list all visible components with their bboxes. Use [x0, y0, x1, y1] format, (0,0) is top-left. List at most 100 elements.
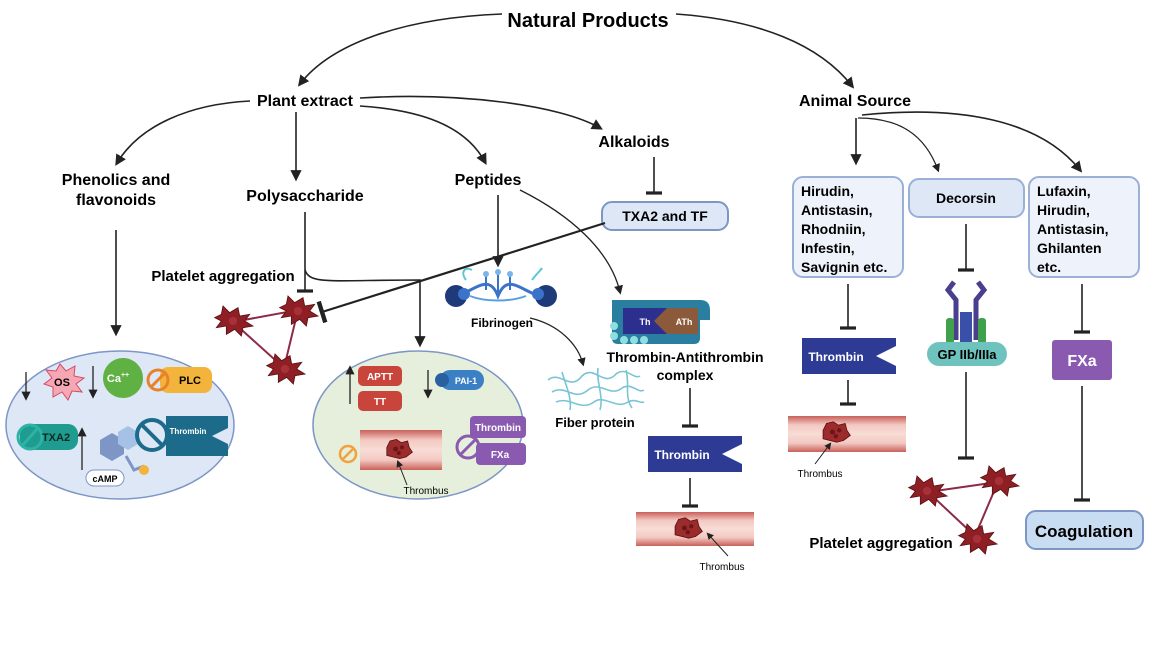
- plc-label: PLC: [179, 375, 201, 387]
- poly-thrombin-label: Thrombin: [475, 423, 521, 434]
- plant-thrombus-pointer: [706, 532, 729, 557]
- animal-thrombus-pointer: [814, 442, 832, 465]
- peptides-label: Peptides: [455, 172, 522, 189]
- camp-phosphate: [139, 465, 149, 475]
- gp-label: GP IIb/IIIa: [937, 347, 997, 362]
- arrow-fibrinogen-fiber: [529, 317, 586, 367]
- phenolics-label-1: Phenolics and: [62, 172, 170, 189]
- fibrinogen-label: Fibrinogen: [471, 316, 533, 330]
- poly-thrombus-label: Thrombus: [403, 486, 448, 497]
- poly-thrombin-block-icon: [455, 434, 481, 460]
- arrow-to-animal-source: [675, 13, 855, 89]
- animal-platelet-2: [980, 465, 1020, 497]
- coagulation-box: [1025, 510, 1144, 550]
- os-starburst: [42, 363, 86, 401]
- pai1-label: PAI-1: [455, 376, 477, 386]
- th-label: Th: [640, 317, 651, 327]
- ath-label: ATh: [676, 317, 693, 327]
- platelet-aggregation-animal: Platelet aggregation: [809, 535, 952, 552]
- txa2-tf-box: [601, 201, 729, 231]
- poly-fxa-label: FXa: [491, 450, 510, 461]
- animal-col1-line-3: Rhodniin,: [801, 221, 866, 237]
- phenolics-label-2: flavonoids: [76, 192, 156, 209]
- animal-col1-line-2: Antistasin,: [801, 202, 873, 218]
- thrombin-antithrombin-graphic: [610, 300, 710, 344]
- plant-thrombin-label: Thrombin: [654, 448, 709, 462]
- animal-thrombin-label: Thrombin: [808, 350, 863, 364]
- tt-box: [358, 391, 402, 411]
- camp-box: [85, 469, 125, 487]
- poly-vessel-block-icon: [338, 444, 358, 464]
- txa2-block-slash: [20, 427, 40, 447]
- animal-col3-line-4: Ghilanten: [1037, 240, 1102, 256]
- decorsin-box: [908, 178, 1025, 218]
- os-label: OS: [54, 377, 70, 389]
- platelet-triangle-plant: [230, 308, 300, 370]
- poly-vessel-block-slash: [341, 447, 355, 461]
- platelet-2: [279, 295, 319, 327]
- arrow-to-alkaloids: [359, 95, 603, 130]
- coagulation-label: Coagulation: [1035, 522, 1133, 541]
- animal-col3-line-5: etc.: [1037, 259, 1061, 275]
- plc-box: [160, 367, 212, 393]
- aptt-box: [358, 366, 402, 386]
- animal-col3-line-1: Lufaxin,: [1037, 183, 1091, 199]
- animal-thrombin-shape: [802, 338, 896, 374]
- calcium-label: Ca++: [107, 372, 129, 385]
- fxa-label: FXa: [1067, 353, 1096, 370]
- platelet-aggregation-plant: Platelet aggregation: [151, 268, 294, 285]
- camp-molecule-2: [118, 426, 138, 450]
- animal-col3-box: [1028, 176, 1140, 278]
- arrow-to-peptides: [359, 105, 487, 165]
- animal-thrombus-label: Thrombus: [797, 469, 842, 480]
- arrow-animal-decorsin: [857, 117, 940, 173]
- pai1-box: [440, 370, 484, 390]
- fxa-box: [1052, 340, 1112, 380]
- thrombin-block-slash: [140, 423, 164, 447]
- animal-col1-line-1: Hirudin,: [801, 183, 854, 199]
- fiber-protein-label: Fiber protein: [555, 415, 635, 430]
- inhibit-txa2-platelets: [316, 221, 606, 324]
- plc-block-icon: [146, 368, 170, 392]
- platelet-1: [214, 305, 254, 337]
- thrombin-antithrombin-label-2: complex: [657, 367, 714, 383]
- animal-source-label: Animal Source: [799, 93, 911, 110]
- poly-fxa-box: [476, 443, 526, 465]
- gp-receptor-graphic: [944, 280, 988, 344]
- animal-col3-line-3: Antistasin,: [1037, 221, 1109, 237]
- txa2-panel-label: TXA2: [42, 432, 70, 444]
- poly-thrombin-box: [470, 416, 526, 438]
- txa2-tf-label: TXA2 and TF: [622, 208, 708, 224]
- animal-col1-line-4: Infestin,: [801, 240, 855, 256]
- pai1-node: [435, 373, 449, 387]
- alkaloids-label: Alkaloids: [598, 134, 669, 151]
- txa2-block-icon: [16, 423, 44, 451]
- animal-col3-line-2: Hirudin,: [1037, 202, 1090, 218]
- title-natural-products: Natural Products: [507, 10, 668, 32]
- fibrinogen-molecule: [445, 267, 557, 307]
- animal-col1-box: [792, 176, 904, 278]
- animal-platelet-3: [958, 523, 998, 555]
- decorsin-label: Decorsin: [936, 190, 996, 206]
- platelet-triangle-animal: [925, 480, 1000, 538]
- arrow-to-phenolics: [115, 100, 251, 166]
- thrombin-antithrombin-label-1: Thrombin-Antithrombin: [606, 349, 763, 365]
- poly-thrombin-block-slash: [458, 437, 478, 457]
- tt-label: TT: [374, 397, 386, 408]
- animal-col1-line-5: Savignin etc.: [801, 259, 887, 275]
- aptt-label: APTT: [367, 372, 393, 383]
- plc-block-slash: [149, 371, 167, 389]
- arrow-peptides-thrombin-complex: [519, 189, 623, 295]
- thrombin-block-icon: [135, 418, 169, 452]
- calcium-circle: [103, 358, 143, 398]
- arrow-to-plant-extract: [297, 13, 503, 87]
- fiber-protein-mesh: [547, 367, 645, 411]
- plant-extract-label: Plant extract: [257, 93, 354, 110]
- arrow-poly-panel: [304, 269, 426, 348]
- poly-thrombus-pointer: [396, 460, 408, 486]
- gp-box: [927, 342, 1007, 366]
- polysaccharide-label: Polysaccharide: [246, 188, 364, 205]
- camp-label: cAMP: [92, 474, 117, 484]
- plant-thrombus-label: Thrombus: [699, 562, 744, 573]
